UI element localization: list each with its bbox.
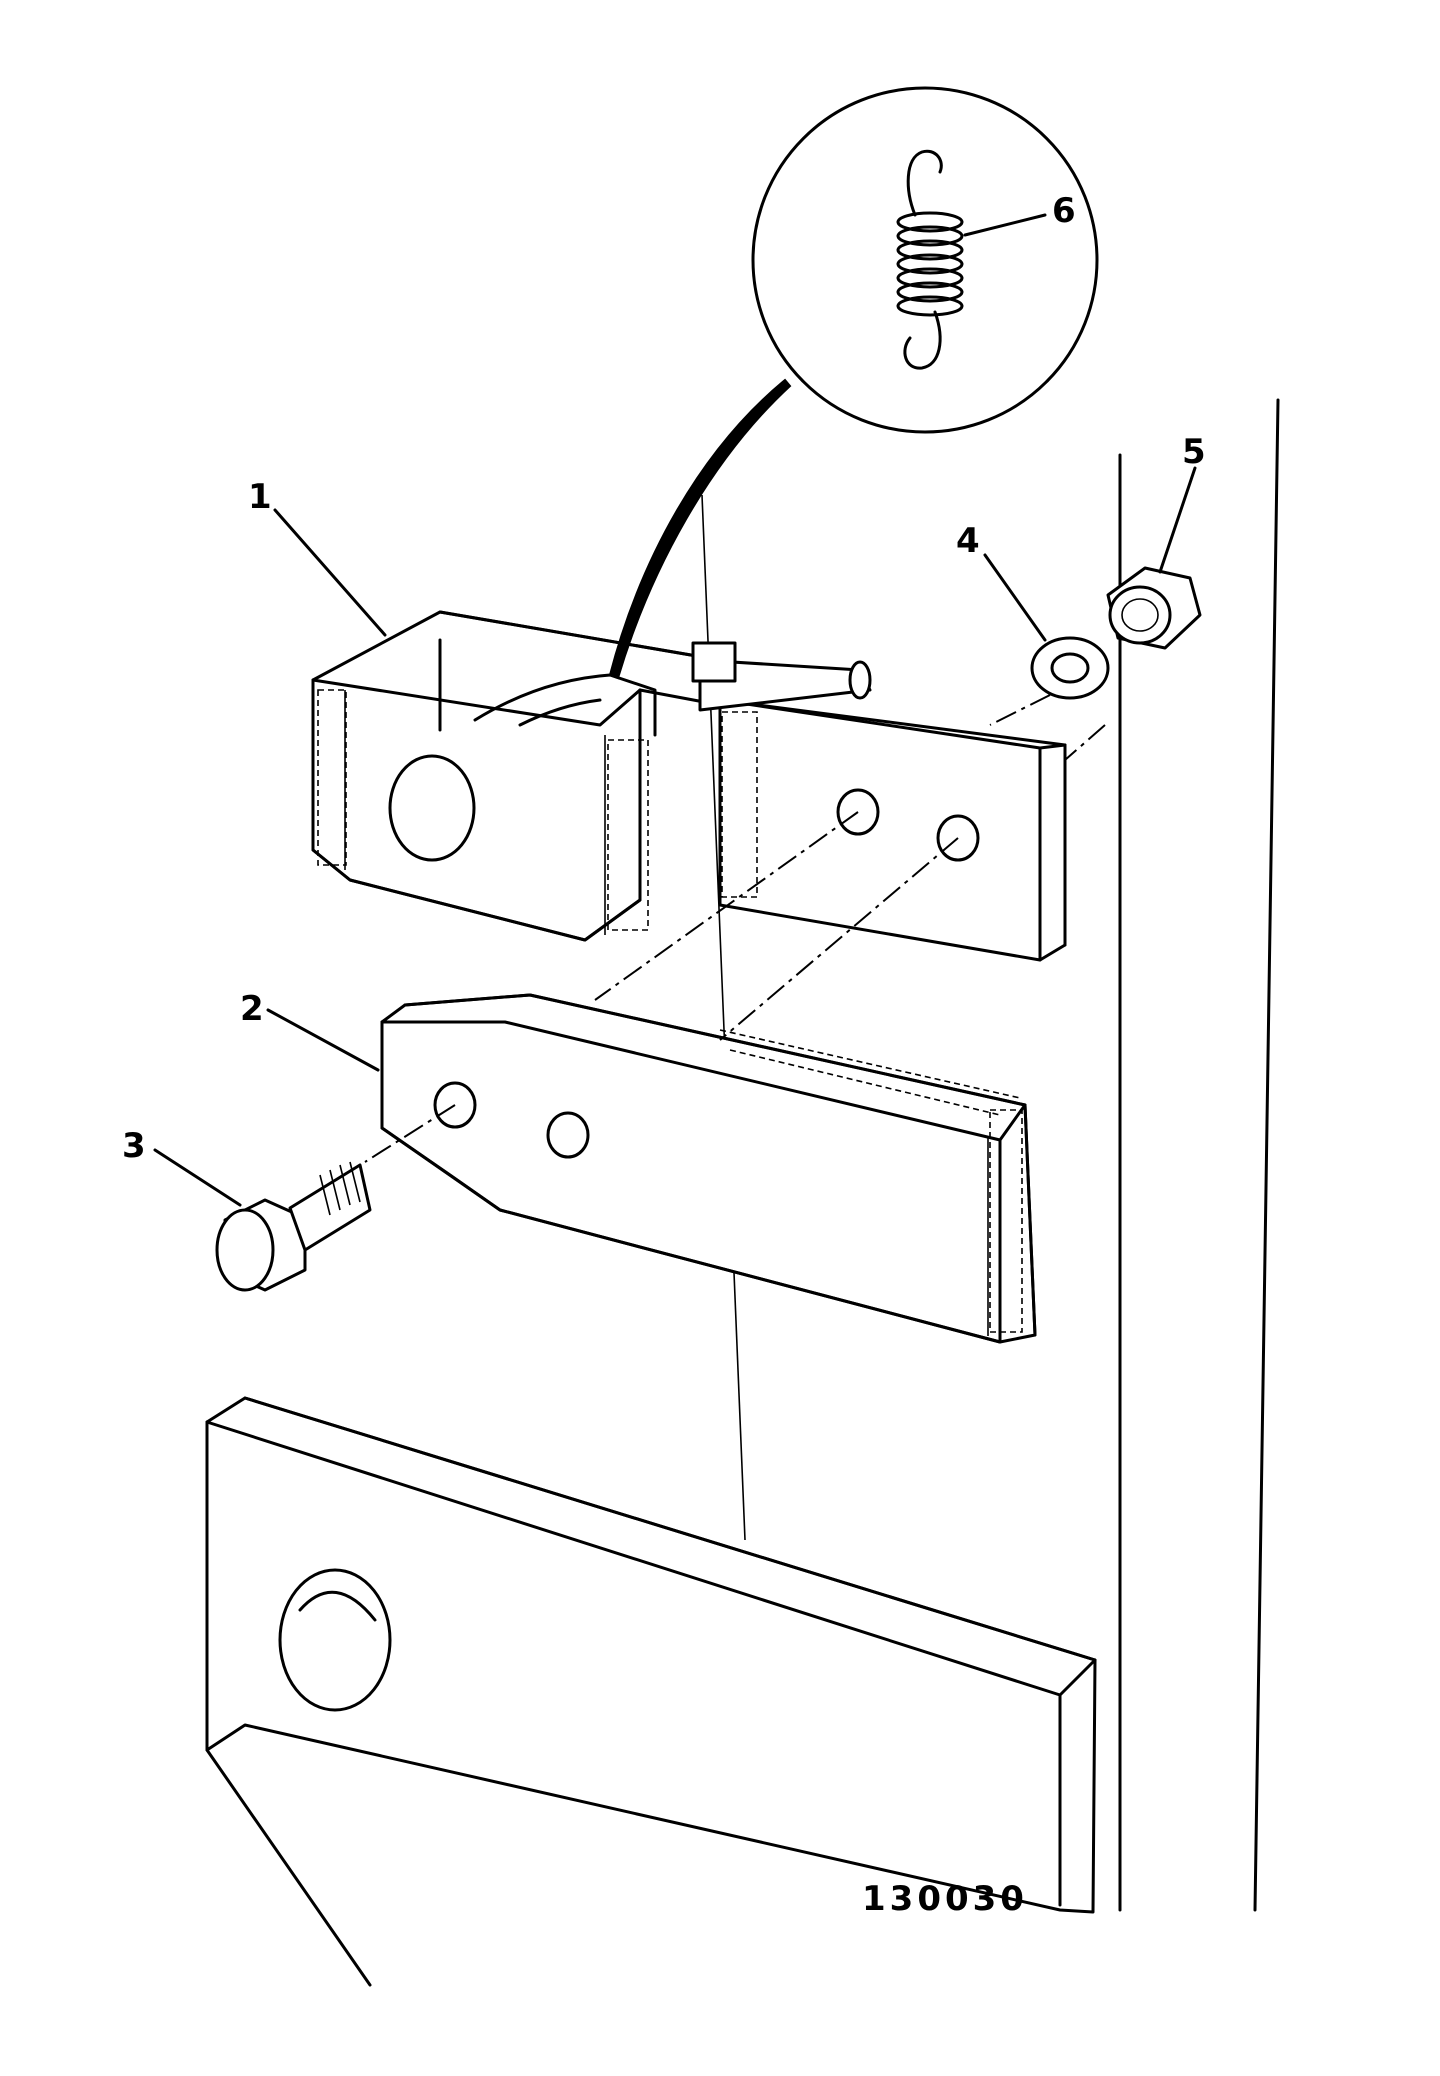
part-4-washer	[1030, 636, 1110, 700]
callout-2: 2	[240, 989, 264, 1029]
part-5-nut	[1106, 566, 1202, 650]
callout-4: 4	[956, 521, 980, 561]
assembly-lines	[364, 694, 1106, 1163]
figure-number: 130030	[862, 1879, 1028, 1919]
callout-3: 3	[122, 1126, 146, 1166]
part-3-bolt	[215, 1161, 372, 1292]
nut-icon	[1106, 566, 1202, 650]
detail-leader	[608, 378, 792, 680]
part-2-pad	[380, 993, 1037, 1344]
mounting-plate	[205, 1396, 1097, 1987]
part-1-bracket	[311, 610, 1067, 962]
callout-1: 1	[248, 477, 272, 517]
washer-icon	[1030, 636, 1110, 700]
callout-6: 6	[1052, 191, 1076, 231]
bolt-icon	[215, 1161, 372, 1292]
spring-icon	[896, 149, 964, 370]
callout-5: 5	[1182, 432, 1206, 472]
callout-leaders	[153, 466, 1197, 1207]
bracket-hole	[388, 754, 476, 862]
part-6-spring-detail	[751, 86, 1099, 434]
